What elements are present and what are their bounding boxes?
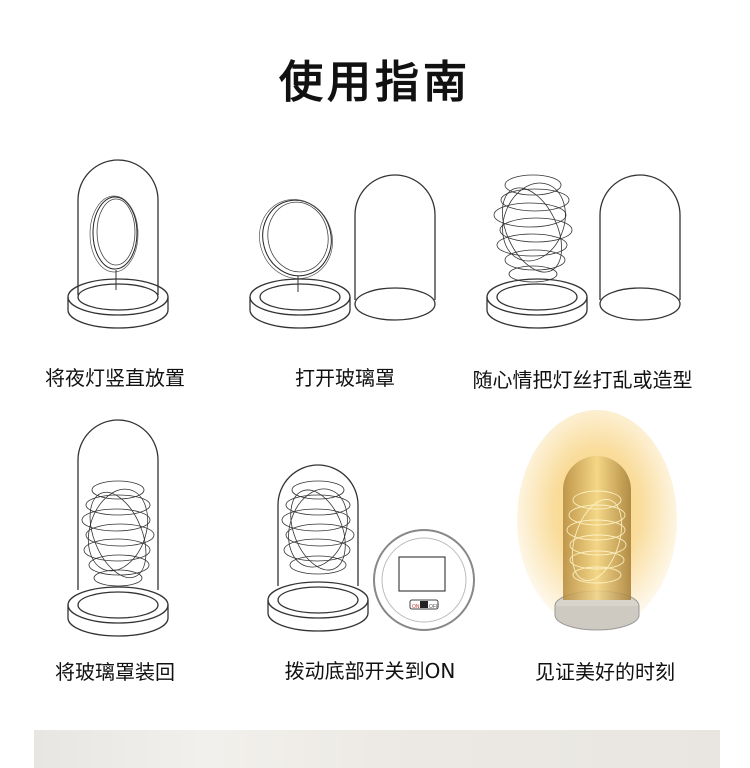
step2-illustration [248,175,435,328]
battery-compartment [399,557,445,591]
switch-off-label: OFF [429,604,439,610]
step5-caption: 拨动底部开关到ON [265,655,475,684]
base-bottom-view [374,530,474,630]
switch-on-label: ON [412,604,420,610]
step3-caption: 随心情把灯丝打乱或造型 [455,364,710,393]
step6-illustration [517,410,677,630]
step1-caption: 将夜灯竖直放置 [20,362,210,391]
step6-caption: 见证美好的时刻 [510,656,700,685]
step4-caption: 将玻璃罩装回 [20,656,210,685]
step3-illustration [487,174,680,328]
bottom-photo-strip [34,730,720,768]
step1-illustration [68,160,168,328]
removed-dome [355,175,435,300]
step2-caption: 打开玻璃罩 [250,362,440,391]
base-side [68,297,168,328]
base-inner [78,284,158,310]
lit-dome [563,456,631,600]
step4-illustration [68,420,168,636]
wire-coil [93,197,137,269]
step5-illustration [268,465,474,631]
